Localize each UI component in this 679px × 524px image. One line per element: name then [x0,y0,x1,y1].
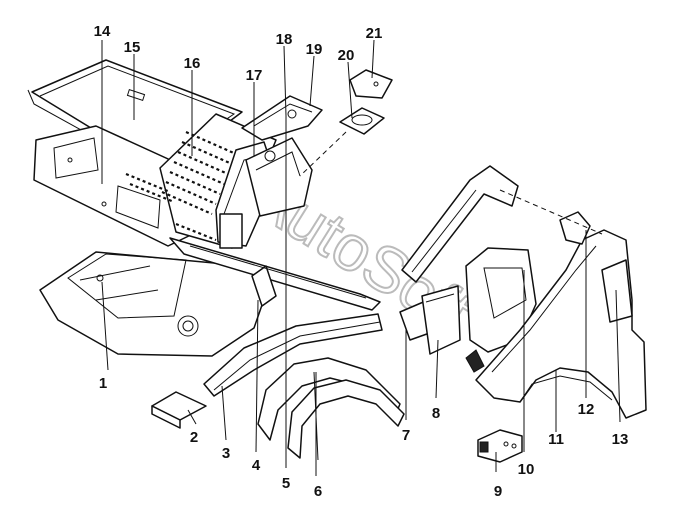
callout-7: 7 [402,427,410,444]
callout-5: 5 [282,475,290,492]
callout-16: 16 [184,55,201,72]
callout-10: 10 [518,461,535,478]
callout-6: 6 [314,483,322,500]
callout-15: 15 [124,39,141,56]
part-8-panel [421,285,461,355]
leader-13 [615,289,621,423]
callout-4: 4 [252,457,261,474]
part-10-inner-quarter [465,247,537,373]
callout-13: 13 [612,431,629,448]
dash-line-20 [299,131,347,177]
leader-3 [221,385,227,441]
dash-line-pillar [499,189,603,235]
part-pillar [401,165,519,283]
callout-2: 2 [190,429,198,446]
leader-20 [347,61,353,119]
leader-19 [309,55,315,107]
part-19-top-bracket [241,95,323,141]
part-2-bracket [151,391,207,429]
part-13-panel [601,259,633,323]
callout-3: 3 [222,445,230,462]
callout-14: 14 [94,23,111,40]
callout-9: 9 [494,483,502,500]
part-3-side-rail [203,313,383,397]
callout-12: 12 [578,401,595,418]
leader-4 [255,299,259,453]
callout-21: 21 [366,25,383,42]
callout-19: 19 [306,41,323,58]
callout-labels: 1 2 3 4 5 6 7 8 9 10 11 12 13 14 15 16 1… [94,23,629,500]
part-18-bracket [245,137,313,217]
callout-20: 20 [338,47,355,64]
callout-18: 18 [276,31,293,48]
part-1-boot-floor [39,251,271,357]
leader-1 [101,281,109,371]
callout-1: 1 [99,375,107,392]
leader-2 [187,409,197,425]
part-21-plate [349,69,393,99]
leader-lines [101,39,621,476]
callout-11: 11 [548,431,564,448]
callout-17: 17 [246,67,263,84]
callout-8: 8 [432,405,440,422]
leader-18 [283,45,287,117]
leader-8 [435,339,439,399]
part-4-crossmember [169,237,381,311]
part-9-bracket [477,429,523,463]
leader-21 [371,39,375,79]
part-20-mount [339,107,385,135]
